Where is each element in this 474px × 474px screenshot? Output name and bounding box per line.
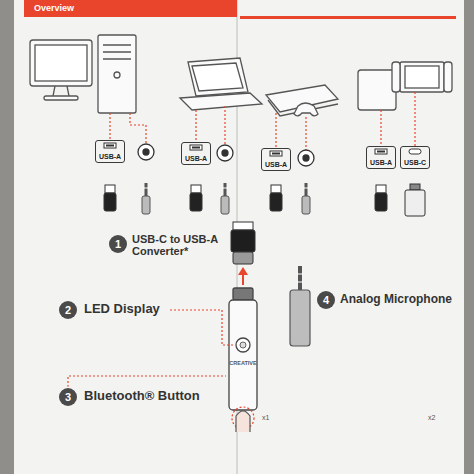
jack-plug	[142, 183, 310, 214]
finger	[232, 407, 254, 432]
insert-arrow	[238, 267, 248, 285]
part-name: Bluetooth® Button	[84, 389, 200, 403]
node-text: USB-C	[404, 159, 426, 166]
port-badge: USB-C	[400, 146, 430, 169]
part-name: LED Display	[84, 302, 160, 316]
paper	[14, 0, 464, 474]
bluetooth-dongle	[229, 288, 257, 410]
port-leader	[110, 92, 415, 150]
node-text: USB-A	[185, 155, 207, 162]
port-badge: USB-A	[95, 140, 125, 163]
header-title: Overview	[34, 3, 74, 13]
laptop-figure	[180, 58, 262, 110]
quantity-note: x2	[428, 414, 435, 422]
usb-converter	[231, 222, 255, 264]
callout-number: 2	[59, 301, 77, 319]
port-badge: USB-A	[181, 142, 211, 165]
usb-plug	[104, 184, 425, 216]
node-text: 3	[65, 392, 71, 403]
part-name: USB-C to USB-A Converter*	[132, 233, 226, 257]
part-name: Analog Microphone	[340, 293, 452, 306]
callout-number: 3	[59, 388, 77, 406]
pc-figure	[30, 35, 136, 113]
analog-microphone	[290, 266, 310, 346]
callout-leader	[68, 310, 234, 387]
node-text: USB-A	[370, 159, 392, 166]
quantity-note: x1	[262, 414, 269, 422]
port-badge: USB-A	[366, 146, 396, 169]
switch-figure	[358, 62, 452, 110]
callout-number: 1	[109, 235, 127, 253]
header-rule	[240, 16, 456, 19]
header-bar	[24, 0, 237, 17]
port-badge: USB-A	[261, 148, 291, 171]
callout-number: 4	[317, 291, 335, 309]
node-text: USB-A	[99, 153, 121, 160]
brand-mark: CREATIVE	[229, 360, 256, 366]
node-text: 1	[115, 239, 121, 250]
node-text: 4	[323, 295, 329, 306]
node-text: USB-A	[265, 161, 287, 168]
console-figure	[266, 85, 338, 116]
node-text: 2	[65, 305, 71, 316]
